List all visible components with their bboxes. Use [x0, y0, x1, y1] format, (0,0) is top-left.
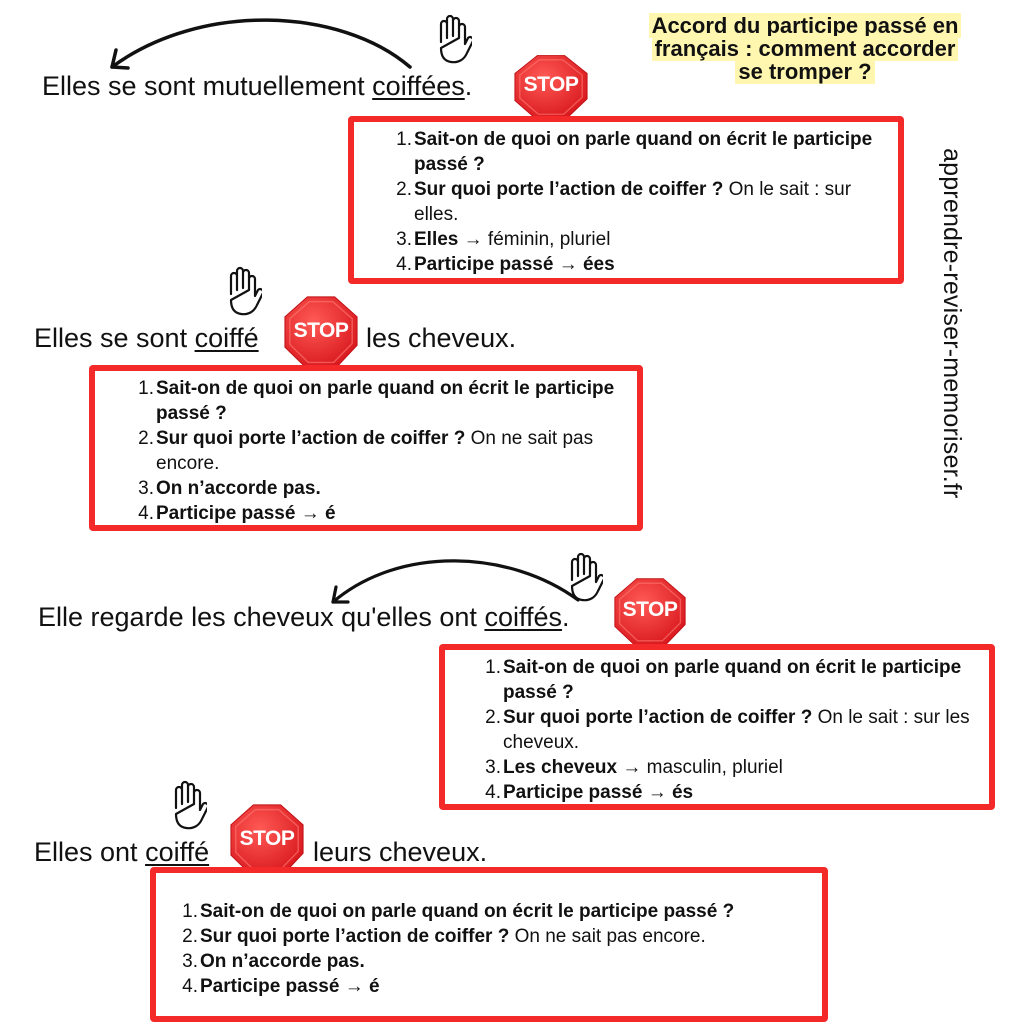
step-1: 1.Sait-on de quoi on parle quand on écri… — [138, 378, 615, 424]
step-4: 4.Participe passé → é — [182, 976, 380, 997]
step-3: 3.On n’accorde pas. — [182, 951, 365, 972]
stop-sign-icon: STOP — [282, 294, 360, 370]
curved-arrow-icon — [331, 559, 580, 604]
hand-stop-icon — [167, 780, 207, 830]
curved-arrow-icon — [110, 18, 412, 70]
hand-stop-icon — [432, 14, 472, 64]
explanation-box-3: 1.Sait-on de quoi on parle quand on écri… — [439, 644, 995, 810]
title-line-2: français : comment accorder — [651, 36, 959, 61]
example-sentence-2-end: les cheveux. — [366, 323, 517, 353]
explanation-box-4: 1.Sait-on de quoi on parle quand on écri… — [150, 867, 828, 1022]
step-2: 2.Sur quoi porte l’action de coiffer ? O… — [396, 179, 852, 225]
example-sentence-4: Elles ont coiffé — [34, 837, 210, 867]
step-2: 2.Sur quoi porte l’action de coiffer ? O… — [485, 707, 970, 753]
step-2: 2.Sur quoi porte l’action de coiffer ? O… — [138, 428, 594, 474]
example-sentence-3: Elle regarde les cheveux qu'elles ont co… — [38, 602, 570, 632]
title-line-1: Accord du participe passé en — [648, 13, 962, 38]
hand-stop-icon — [563, 552, 603, 602]
step-2: 2.Sur quoi porte l’action de coiffer ? O… — [182, 926, 706, 947]
step-1: 1.Sait-on de quoi on parle quand on écri… — [485, 657, 962, 703]
step-3: 3.Elles → féminin, pluriel — [396, 229, 611, 250]
example-sentence-1: Elles se sont mutuellement coiffées. — [42, 71, 473, 101]
example-sentence-2: Elles se sont coiffé — [34, 323, 259, 353]
stop-sign-icon: STOP — [612, 576, 688, 648]
step-4: 4.Participe passé → és — [485, 782, 694, 803]
underlined-participle: coiffées — [372, 71, 465, 101]
page-title: Accord du participe passé en français : … — [600, 13, 1010, 84]
stop-sign-icon: STOP — [228, 802, 306, 878]
step-1: 1.Sait-on de quoi on parle quand on écri… — [396, 129, 873, 175]
underlined-participle: coiffés — [484, 602, 562, 632]
example-sentence-4-end: leurs cheveux. — [313, 837, 488, 867]
step-1: 1.Sait-on de quoi on parle quand on écri… — [182, 901, 735, 922]
step-3: 3.On n’accorde pas. — [138, 478, 321, 499]
stop-sign-icon: STOP — [512, 53, 590, 121]
title-line-3: se tromper ? — [735, 59, 875, 84]
underlined-participle: coiffé — [145, 837, 210, 867]
underlined-participle: coiffé — [194, 323, 259, 353]
explanation-box-2: 1.Sait-on de quoi on parle quand on écri… — [89, 365, 643, 531]
site-url-watermark: apprendre-reviser-memoriser.fr — [938, 148, 966, 499]
step-4: 4.Participe passé → é — [138, 503, 336, 524]
hand-stop-icon — [222, 266, 262, 316]
step-4: 4.Participe passé → ées — [396, 254, 615, 275]
step-3: 3.Les cheveux → masculin, pluriel — [485, 757, 783, 778]
explanation-box-1: 1.Sait-on de quoi on parle quand on écri… — [348, 116, 904, 284]
